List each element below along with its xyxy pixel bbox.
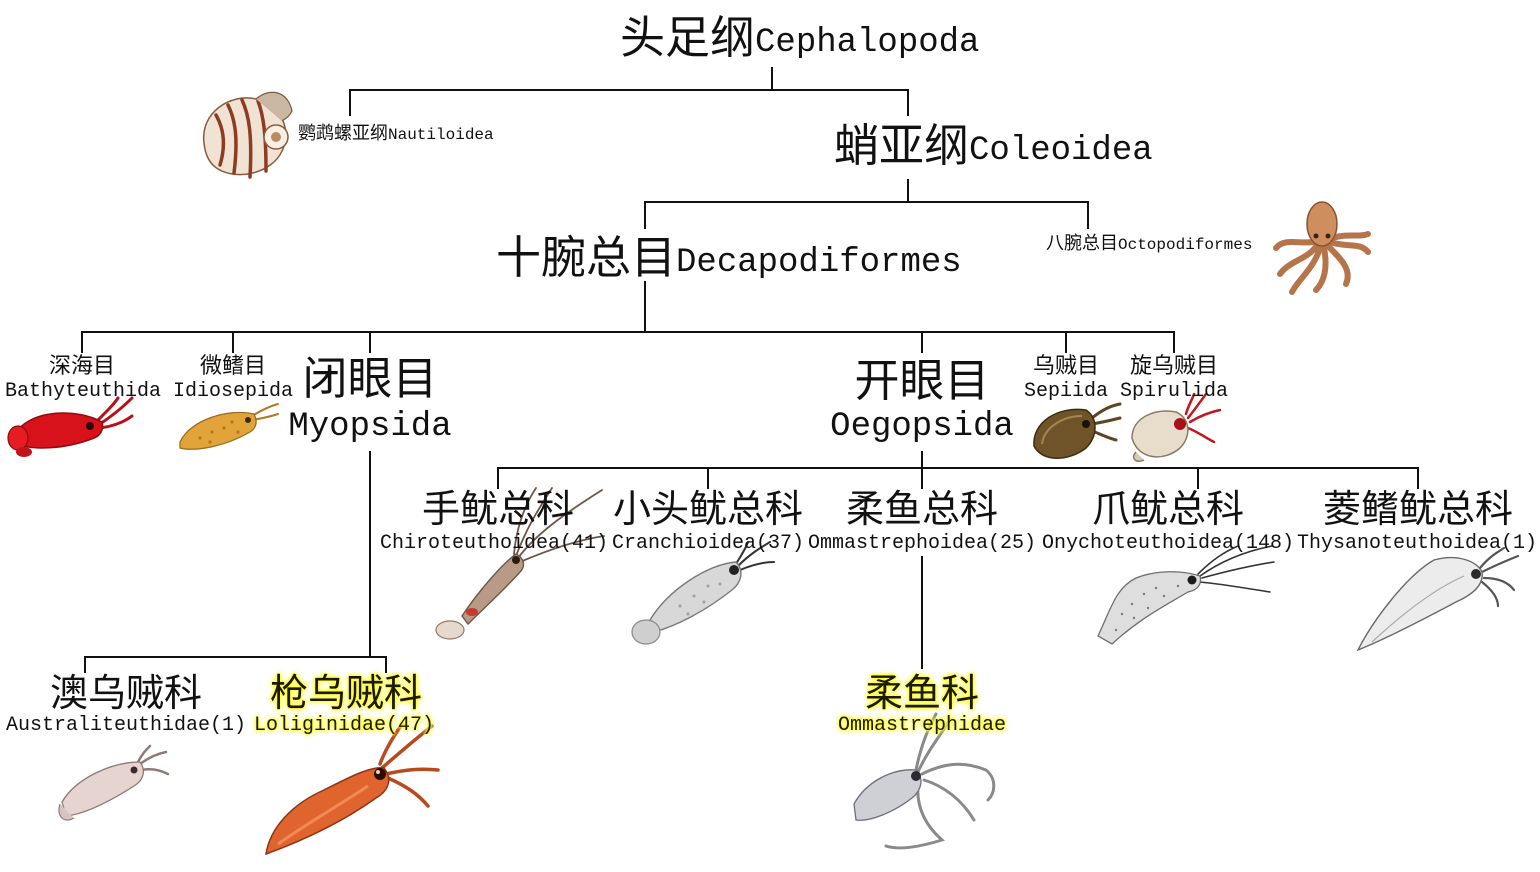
ommastrephoidea-latin: Ommastrephoidea(25) [807, 532, 1037, 555]
oegopsida-zh: 开眼目 [854, 354, 990, 407]
sepiida-latin: Sepiida [1023, 380, 1108, 403]
chiroteuthid-squid-icon [435, 487, 605, 640]
cuttlefish-icon [1033, 402, 1122, 459]
myopsida-zh: 闭眼目 [302, 352, 438, 405]
myopsida-connector [84, 451, 387, 673]
bathyteuthida-latin: Bathyteuthida [4, 380, 162, 403]
coleoidea-latin: Coleoidea [969, 132, 1153, 170]
ommastrephidae-zh: 柔鱼科 [864, 671, 979, 715]
cephalopoda-zh: 头足纲 [620, 11, 756, 64]
glass-squid-icon [631, 541, 775, 645]
oegopsida-latin: Oegopsida [830, 408, 1014, 446]
spirulida-latin: Spirulida [1119, 380, 1229, 403]
diamond-squid-icon [1356, 546, 1520, 652]
loliginidae-latin: Loliginidae(47) [253, 714, 435, 737]
ommastrephoidea-zh: 柔鱼总科 [845, 487, 998, 531]
onychoteuthoidea-latin: Onychoteuthoidea(148) [1041, 532, 1295, 555]
cranchioidea-latin: Cranchioidea(37) [611, 532, 805, 555]
myopsida-latin: Myopsida [288, 408, 452, 446]
decapodiformes-connector [81, 281, 1175, 353]
coleoidea-zh: 蛸亚纲 [834, 119, 970, 172]
octopodiformes-latin: Octopodiformes [1118, 236, 1253, 254]
ommastrephidae-latin: Ommastrephidae [837, 714, 1007, 737]
nautiloidea-latin: Nautiloidea [388, 126, 494, 144]
hooked-squid-icon [1097, 545, 1275, 645]
loliginidae-zh: 枪乌贼科 [269, 671, 422, 715]
thysanoteuthoidea-zh: 菱鳍鱿总科 [1322, 487, 1513, 531]
octopodiformes-zh: 八腕总目 [1046, 233, 1118, 254]
decapodiformes-zh: 十腕总目 [496, 231, 677, 284]
spirulida-zh: 旋乌贼目 [1129, 354, 1218, 379]
octopus-icon [1273, 201, 1371, 295]
australiteuthidae-latin: Australiteuthidae(1) [5, 714, 247, 737]
sepiida-zh: 乌贼目 [1032, 354, 1099, 379]
oegopsida-connector [497, 451, 1419, 489]
decapodiformes-latin: Decapodiformes [676, 244, 962, 282]
cephalopoda-latin: Cephalopoda [755, 24, 980, 62]
thysanoteuthoidea-latin: Thysanoteuthoidea(1) [1296, 532, 1538, 555]
nautilus-icon [203, 91, 293, 179]
idiosepida-zh: 微鳍目 [199, 354, 266, 379]
cranchioidea-zh: 小头鱿总科 [612, 487, 803, 531]
pygmy-squid-icon [179, 403, 279, 450]
onychoteuthoidea-zh: 爪鱿总科 [1091, 487, 1244, 531]
flying-squid-icon [853, 712, 996, 850]
root-connector [349, 67, 909, 116]
loligo-squid-icon [265, 722, 440, 856]
idiosepida-latin: Idiosepida [172, 380, 294, 403]
chiroteuthoidea-zh: 手鱿总科 [421, 487, 574, 531]
nautiloidea-zh: 鹦鹉螺亚纲 [298, 123, 388, 144]
ram-horn-squid-icon [1131, 392, 1222, 463]
bathyteuthida-zh: 深海目 [48, 354, 115, 379]
coleoidea-connector [644, 179, 1089, 229]
chiroteuthoidea-latin: Chiroteuthoidea(41) [379, 532, 609, 555]
australiteuthidae-zh: 澳乌贼科 [49, 671, 202, 715]
red-squid-icon [7, 396, 134, 457]
pale-squid-icon [58, 744, 170, 821]
